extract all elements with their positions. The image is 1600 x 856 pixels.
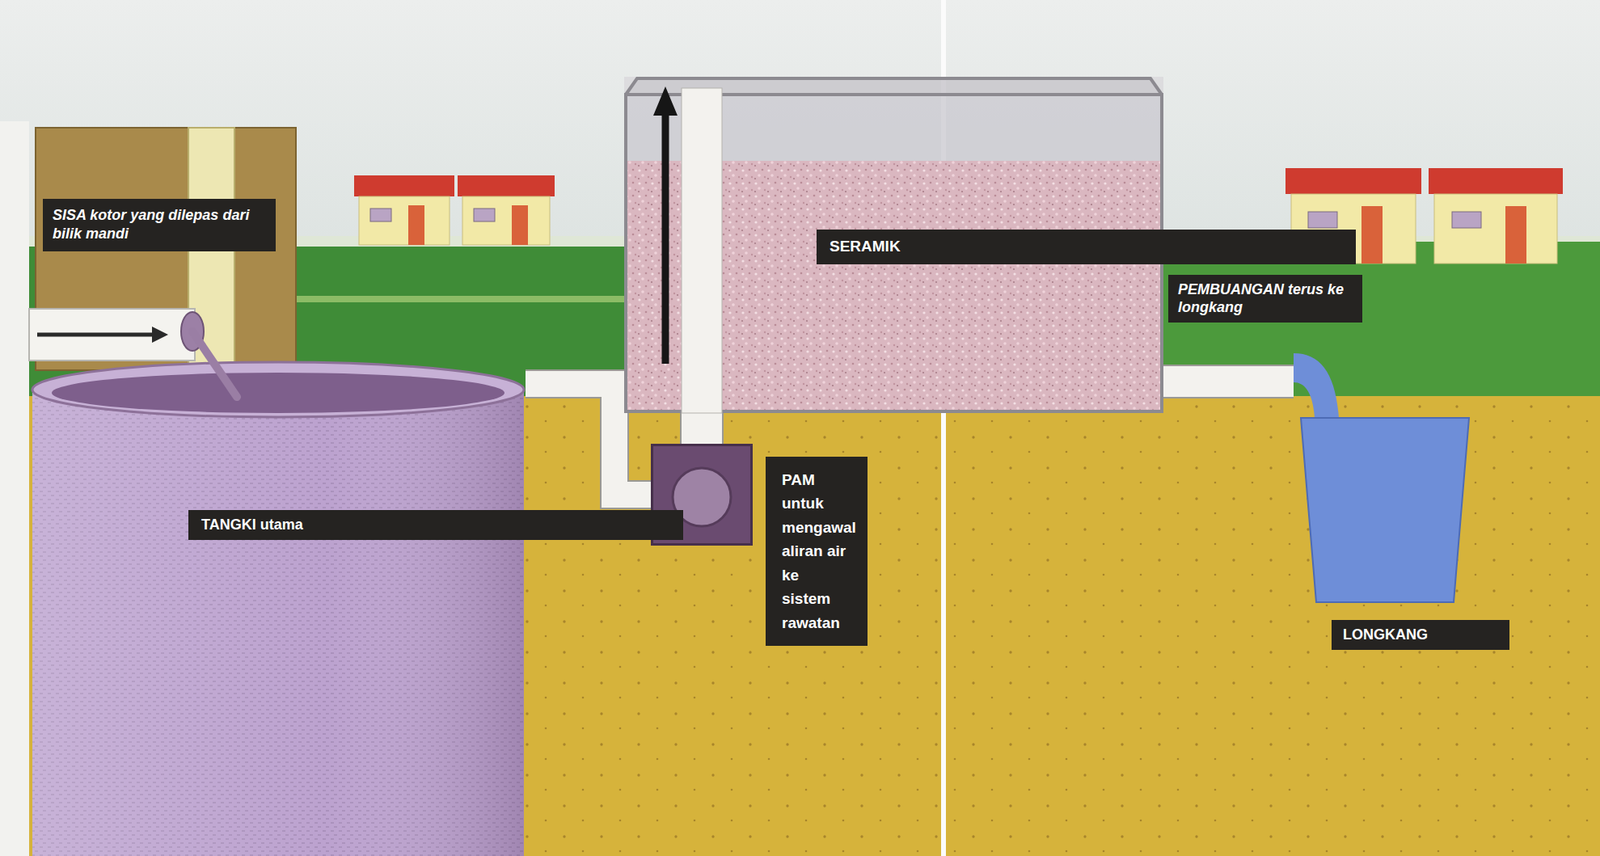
flow-arrow (37, 333, 156, 338)
label-anchor: PEMBUANGAN terus ke longkang (1168, 274, 1363, 323)
flow-arrow-head (653, 86, 678, 116)
pipe-body (681, 413, 722, 444)
pipe-body (1163, 366, 1294, 397)
tank-water (51, 372, 505, 414)
water-stream (1293, 353, 1339, 418)
house-window (473, 208, 495, 222)
node-label: TANGKI utama (188, 510, 684, 541)
house-wall (462, 196, 550, 245)
inlet-pipe (29, 308, 195, 361)
tank-shading (32, 389, 524, 856)
pipe-outline (679, 413, 724, 444)
label-anchor: SISA kotor yang dilepas dari bilik mandi (42, 198, 276, 252)
riser-pipe (681, 88, 722, 414)
house-wall (358, 196, 450, 245)
storage-tank: TANGKI utama (30, 360, 526, 856)
flow-arrow (662, 112, 670, 364)
pipe-outline (1163, 364, 1294, 399)
pipe-connector (701, 413, 703, 444)
grass-right (1163, 241, 1600, 401)
drain-water (1300, 417, 1470, 603)
house-roof (1428, 168, 1563, 195)
house-window (370, 208, 392, 222)
house-door (511, 205, 528, 245)
house-window (1452, 211, 1482, 228)
houses-left (354, 175, 555, 245)
flow-arrow-head (151, 326, 169, 343)
house-roof (457, 175, 555, 197)
house-door (1505, 206, 1527, 264)
house-door (1361, 206, 1383, 264)
house-window (1308, 211, 1338, 228)
node-label: PAM untuk mengawal aliran air ke sistem … (765, 456, 868, 646)
grass-stripe (295, 295, 625, 303)
pump-housing (652, 445, 752, 545)
drain-channel: LONGKANG (1293, 350, 1472, 603)
bathroom-wall (35, 127, 296, 371)
pipe-connector (1163, 381, 1294, 383)
tank-rim (32, 362, 524, 418)
node-label: SERAMIK (816, 229, 1356, 265)
inlet-drop-pipe (192, 331, 237, 397)
tank-body (32, 389, 524, 856)
ceramic-filter: SERAMIK (624, 76, 1164, 414)
house-door (408, 205, 425, 245)
shape-outline (1293, 350, 1472, 603)
house-roof (354, 175, 455, 197)
callout-label: PEMBUANGAN terus ke longkang (1168, 274, 1363, 323)
shape-outline (30, 360, 526, 856)
house-wall (1434, 194, 1558, 264)
page-edge-strip (0, 121, 30, 856)
pump-rotor (672, 468, 731, 527)
house-roof (1285, 168, 1422, 195)
node-label: LONGKANG (1331, 620, 1510, 651)
callout-label: SISA kotor yang dilepas dari bilik mandi (42, 198, 276, 252)
